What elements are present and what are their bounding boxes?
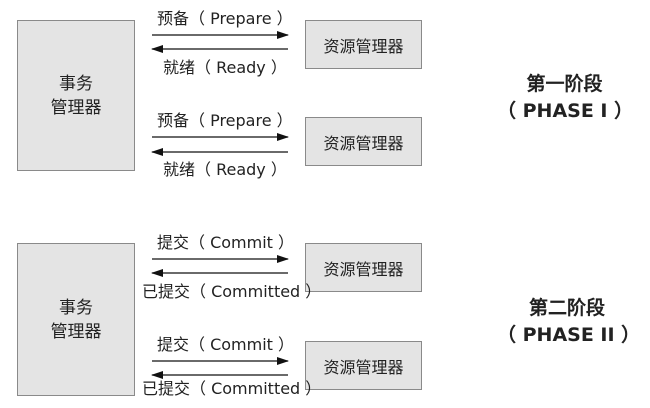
phase2-caption: 第二阶段 （ PHASE II ） [497, 295, 641, 349]
phase1-subtitle: （ PHASE I ） [497, 100, 634, 122]
resource-manager-phase1-a: 资源管理器 [305, 20, 422, 69]
prepare-label-2: 预备（ Prepare ） [157, 111, 293, 130]
resource-manager-phase2-a: 资源管理器 [305, 243, 422, 292]
resource-manager-phase2-b: 资源管理器 [305, 341, 422, 390]
committed-label-2: 已提交（ Committed ） [142, 379, 322, 398]
phase1-caption: 第一阶段 （ PHASE I ） [497, 71, 634, 125]
ready-label-1: 就绪（ Ready ） [163, 58, 287, 77]
phase2-subtitle: （ PHASE II ） [497, 324, 641, 346]
transaction-manager-line1: 事务 [59, 297, 93, 318]
commit-label-2: 提交（ Commit ） [157, 335, 295, 354]
prepare-label-1: 预备（ Prepare ） [157, 9, 293, 28]
resource-manager-label: 资源管理器 [323, 133, 404, 153]
transaction-manager-line1: 事务 [59, 73, 93, 94]
resource-manager-label: 资源管理器 [323, 259, 404, 279]
resource-manager-label: 资源管理器 [323, 36, 404, 56]
transaction-manager-phase1: 事务 管理器 [17, 20, 135, 171]
resource-manager-phase1-b: 资源管理器 [305, 117, 422, 166]
phase2-title: 第二阶段 [528, 297, 605, 319]
transaction-manager-line2: 管理器 [50, 321, 102, 342]
ready-label-2: 就绪（ Ready ） [163, 160, 287, 179]
transaction-manager-line2: 管理器 [50, 97, 102, 118]
transaction-manager-phase2: 事务 管理器 [17, 243, 135, 396]
resource-manager-label: 资源管理器 [323, 357, 404, 377]
commit-label-1: 提交（ Commit ） [157, 233, 295, 252]
phase1-title: 第一阶段 [526, 73, 603, 95]
committed-label-1: 已提交（ Committed ） [142, 282, 322, 301]
